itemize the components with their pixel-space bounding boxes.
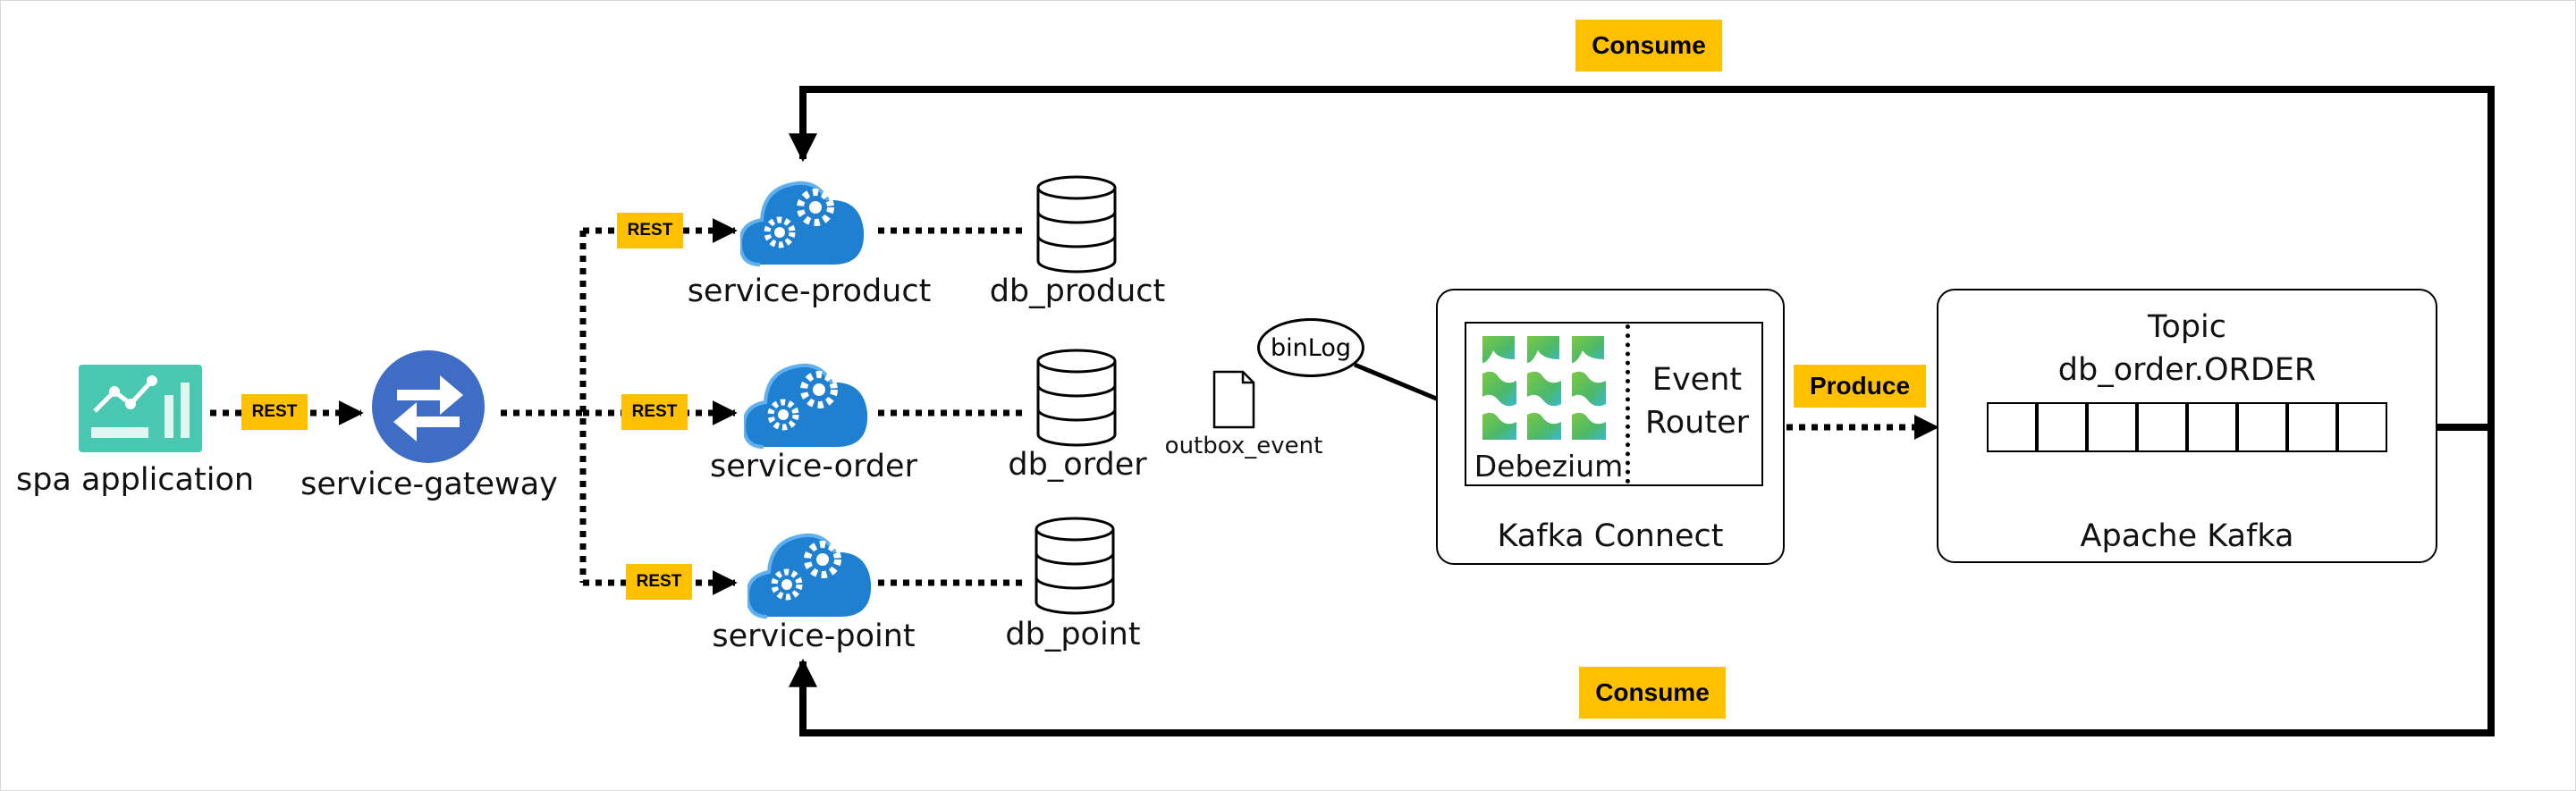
apache-kafka-label: Apache Kafka [2080, 518, 2294, 554]
service-product-label: service-product [687, 273, 932, 309]
db-product-label: db_product [989, 273, 1166, 309]
topic-label-line1: Topic [2147, 309, 2227, 345]
event-router-line1: Event [1651, 362, 1743, 398]
spa-application-label: spa application [15, 462, 255, 498]
database-cylinder-icon-product [1035, 175, 1118, 273]
debezium-label: Debezium [1474, 449, 1624, 484]
log-cell [1987, 402, 2037, 452]
cloud-gears-icon-product [738, 172, 866, 266]
log-cell [2287, 402, 2337, 452]
log-cell [2337, 402, 2387, 452]
outbox-event-label: outbox_event [1164, 433, 1323, 459]
panel-divider [1626, 324, 1630, 484]
analytics-dashboard-icon [79, 365, 202, 452]
log-cell [2187, 402, 2237, 452]
database-cylinder-icon-order [1035, 349, 1118, 447]
rest-tag-product: REST [617, 213, 683, 248]
rest-tag-point: REST [626, 564, 692, 600]
database-cylinder-icon-point [1034, 517, 1116, 615]
edge-consume-top [789, 86, 2495, 427]
log-cell [2137, 402, 2187, 452]
db-order-label: db_order [1008, 447, 1147, 483]
log-cell [2237, 402, 2287, 452]
log-cell [2087, 402, 2137, 452]
produce-tag: Produce [1794, 365, 1926, 408]
rest-tag-spa: REST [241, 394, 308, 430]
document-icon [1212, 370, 1255, 429]
event-router-line2: Router [1645, 405, 1749, 441]
db-point-label: db_point [1005, 617, 1141, 652]
service-order-label: service-order [710, 449, 917, 484]
rest-tag-order: REST [621, 394, 688, 430]
swap-arrows-icon [370, 349, 486, 465]
service-gateway-label: service-gateway [300, 467, 558, 502]
kafka-connect-label: Kafka Connect [1497, 518, 1724, 554]
binlog-bubble: binLog [1257, 318, 1364, 377]
consume-tag-top: Consume [1575, 20, 1722, 72]
debezium-logo-icon [1481, 332, 1609, 443]
edge-consume-bottom [789, 427, 2495, 736]
service-point-label: service-point [712, 618, 916, 654]
log-cell [2037, 402, 2087, 452]
topic-label-line2: db_order.ORDER [2057, 352, 2317, 388]
consume-tag-bottom: Consume [1579, 667, 1726, 719]
cloud-gears-icon-order [741, 354, 869, 449]
cloud-gears-icon-point [745, 524, 873, 618]
